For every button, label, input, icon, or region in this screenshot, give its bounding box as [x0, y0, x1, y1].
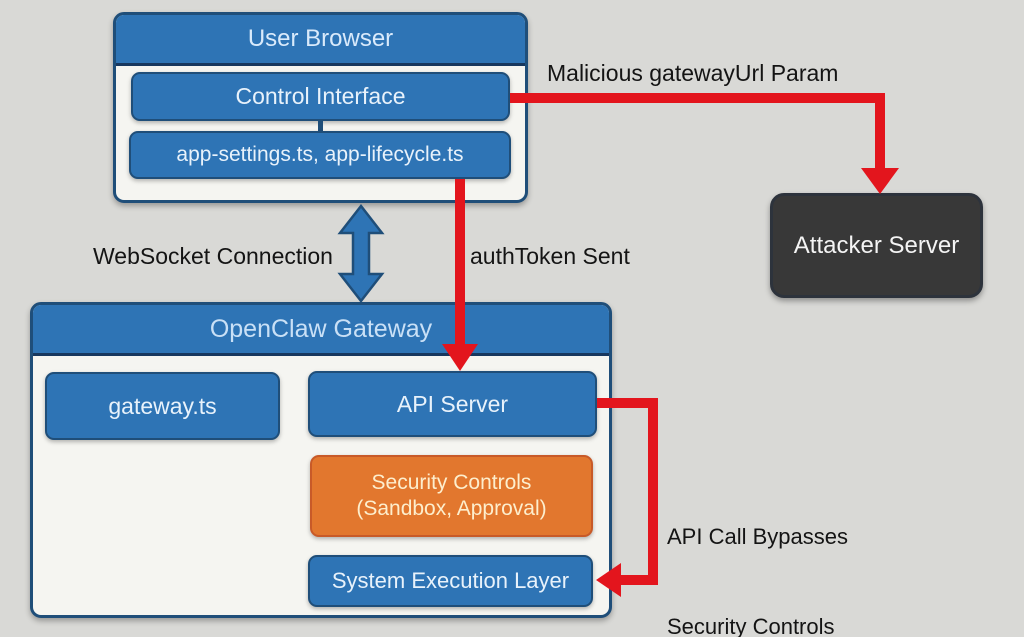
security-controls-box: Security Controls (Sandbox, Approval) — [310, 455, 593, 537]
security-controls-label-line2: (Sandbox, Approval) — [356, 497, 547, 520]
app-settings-label: app-settings.ts, app-lifecycle.ts — [176, 142, 464, 166]
api-server-label: API Server — [396, 390, 509, 417]
malicious-param-arrow — [510, 93, 885, 170]
user-browser-header: User Browser — [116, 15, 525, 66]
bypass-label-line2: Security Controls — [667, 614, 835, 637]
control-interface-label: Control Interface — [235, 83, 406, 110]
openclaw-gateway-header: OpenClaw Gateway — [33, 305, 609, 356]
attacker-server-label: Attacker Server — [793, 231, 960, 259]
api-server-box: API Server — [308, 371, 597, 437]
system-execution-box: System Execution Layer — [308, 555, 593, 607]
openclaw-gateway-title: OpenClaw Gateway — [209, 314, 433, 343]
gateway-ts-label: gateway.ts — [108, 392, 217, 419]
websocket-double-arrow — [337, 203, 385, 304]
security-controls-label-line1: Security Controls — [371, 470, 532, 494]
system-execution-label: System Execution Layer — [331, 568, 570, 594]
malicious-param-label: Malicious gatewayUrl Param — [547, 60, 839, 86]
app-settings-box: app-settings.ts, app-lifecycle.ts — [129, 131, 511, 179]
gateway-ts-box: gateway.ts — [45, 372, 280, 440]
bypass-label-line1: API Call Bypasses — [667, 524, 848, 549]
websocket-label: WebSocket Connection — [93, 243, 333, 269]
user-browser-title: User Browser — [247, 25, 394, 52]
control-interface-box: Control Interface — [131, 72, 510, 121]
control-to-appsettings-connector — [318, 119, 323, 132]
malicious-param-arrowhead — [861, 168, 899, 194]
auth-token-label: authToken Sent — [470, 243, 630, 269]
attacker-server-box: Attacker Server — [770, 193, 983, 298]
bypass-label: API Call Bypasses Security Controls — [667, 462, 848, 637]
